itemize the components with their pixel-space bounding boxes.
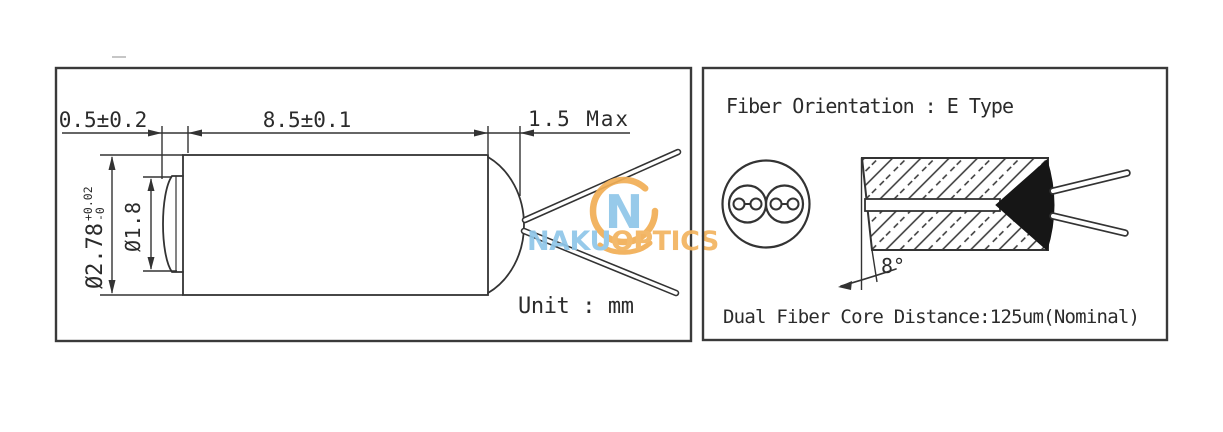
- arrowhead: [147, 178, 155, 191]
- logo-letter: N: [605, 185, 644, 239]
- epoxy-cone: [995, 159, 1055, 251]
- fiber-end-view: [721, 159, 811, 249]
- unit-note-label: Unit : mm: [518, 294, 634, 319]
- fiber-core: [786, 197, 800, 211]
- arrowhead: [474, 129, 488, 137]
- dim-body-length-label: 8.5±0.1: [263, 108, 352, 132]
- arrowhead: [188, 129, 202, 137]
- arrowhead: [520, 129, 534, 137]
- upper-fiber-core: [1051, 171, 1129, 193]
- fiber-orientation-title: Fiber Orientation : E Type: [726, 94, 1014, 118]
- fiber-circle-right: [764, 184, 805, 224]
- component-lens: [162, 175, 184, 273]
- dim-dome-length-label: 1.5 Max: [528, 107, 628, 131]
- fiber-channel-slot: [864, 198, 1001, 212]
- logo-swoosh-icon: [597, 240, 653, 255]
- fiber-core: [749, 197, 763, 211]
- polish-face-extension-line: [871, 249, 878, 283]
- left-panel-border: [54, 66, 693, 343]
- core-distance-note: Dual Fiber Core Distance:125um(Nominal): [723, 306, 1140, 328]
- brand-wordmark-orange: OPTICS: [611, 226, 719, 257]
- ferrule-outline-circle: [721, 159, 811, 249]
- lower-lead-core: [522, 229, 678, 295]
- brand-wordmark-blue: NAKU: [527, 226, 611, 257]
- arrowhead: [148, 129, 162, 137]
- arrowhead: [108, 280, 116, 294]
- angle-annotation: 8°: [838, 158, 905, 290]
- fiber-core: [732, 197, 746, 211]
- lower-fiber-core: [1051, 214, 1127, 235]
- dia-lens-label: Ø1.8: [121, 202, 145, 252]
- component-body: [182, 154, 489, 296]
- component-dome: [487, 156, 525, 294]
- right-panel-border: [701, 66, 1169, 342]
- angle-label: 8°: [881, 254, 905, 278]
- dim-lens-length-label: 0.5±0.2: [59, 108, 148, 132]
- fiber-core: [769, 197, 783, 211]
- watermark: N NAKUOPTICS: [527, 176, 719, 257]
- dia-body-label: Ø2.78: [83, 223, 108, 289]
- right-panel: Fiber Orientation : E Type: [701, 66, 1169, 342]
- arrowhead: [147, 257, 155, 270]
- arrowhead: [838, 281, 852, 290]
- dia-body-tolerance-upper: +0.02: [81, 186, 95, 221]
- arrowhead: [108, 156, 116, 170]
- brand-wordmark: NAKUOPTICS: [527, 226, 719, 257]
- ferrule-side-view: [860, 157, 1131, 251]
- dia-body-tolerance-lower: -0: [93, 207, 107, 221]
- logo-ring-icon: [589, 176, 659, 246]
